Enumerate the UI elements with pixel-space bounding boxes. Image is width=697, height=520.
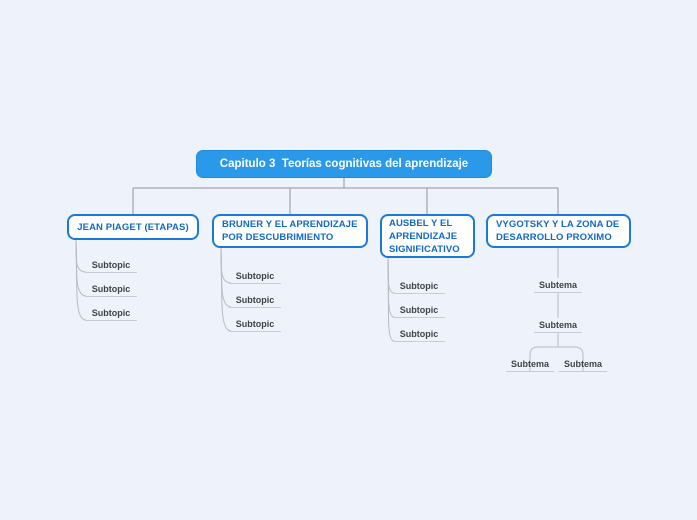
- topic-node-vygotsky[interactable]: VYGOTSKY Y LA ZONA DE DESARROLLO PROXIMO: [486, 214, 631, 248]
- ausbel-subtopic-2[interactable]: Subtopic: [393, 305, 445, 318]
- topic-label: AUSBEL Y EL APRENDIZAJE SIGNIFICATIVO: [389, 217, 460, 255]
- ausbel-subtopic-1[interactable]: Subtopic: [393, 281, 445, 294]
- vygotsky-subtopic-connectors: [529, 248, 584, 371]
- bruner-subtopic-2[interactable]: Subtopic: [229, 295, 281, 308]
- piaget-subtopic-2[interactable]: Subtopic: [85, 284, 137, 297]
- root-branch-connectors: [132, 178, 559, 214]
- vygotsky-subtema-child-2[interactable]: Subtema: [559, 359, 607, 372]
- vygotsky-subtema-child-1[interactable]: Subtema: [506, 359, 554, 372]
- bruner-subtopic-1[interactable]: Subtopic: [229, 271, 281, 284]
- topic-node-bruner[interactable]: BRUNER Y EL APRENDIZAJE POR DESCUBRIMIEN…: [212, 214, 368, 248]
- topic-label: VYGOTSKY Y LA ZONA DE DESARROLLO PROXIMO: [496, 219, 620, 243]
- topic-node-ausbel[interactable]: AUSBEL Y EL APRENDIZAJE SIGNIFICATIVO: [380, 214, 475, 258]
- topic-label: JEAN PIAGET (ETAPAS): [77, 221, 189, 233]
- root-topic-label: Capitulo 3 Teorías cognitivas del aprend…: [219, 158, 469, 170]
- vygotsky-subtema-1[interactable]: Subtema: [534, 280, 582, 293]
- bruner-subtopic-3[interactable]: Subtopic: [229, 319, 281, 332]
- vygotsky-subtema-2[interactable]: Subtema: [534, 320, 582, 333]
- piaget-subtopic-1[interactable]: Subtopic: [85, 260, 137, 273]
- piaget-subtopic-3[interactable]: Subtopic: [85, 308, 137, 321]
- topic-node-jean-piaget[interactable]: JEAN PIAGET (ETAPAS): [67, 214, 199, 240]
- ausbel-subtopic-3[interactable]: Subtopic: [393, 329, 445, 342]
- root-topic-node[interactable]: Capitulo 3 Teorías cognitivas del aprend…: [196, 150, 492, 178]
- topic-label: BRUNER Y EL APRENDIZAJE POR DESCUBRIMIEN…: [222, 219, 358, 243]
